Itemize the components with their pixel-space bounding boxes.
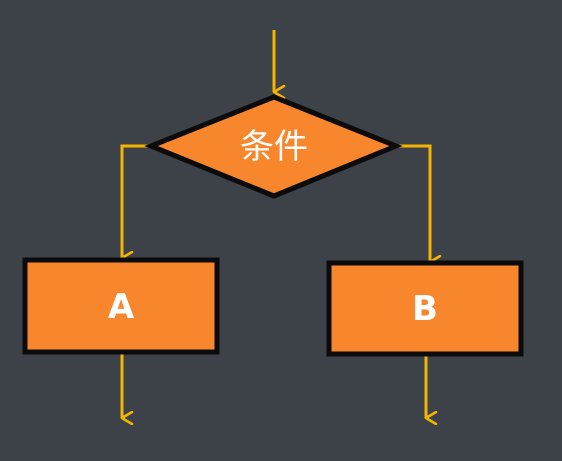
box-b-rect xyxy=(326,260,524,357)
box-a-node: A xyxy=(22,257,220,355)
condition-label: 条件 xyxy=(240,127,308,167)
box-a-label: A xyxy=(108,287,135,327)
edge-condition-to-a xyxy=(120,144,151,258)
condition-node: 条件 xyxy=(144,94,403,199)
box-b-node: B xyxy=(326,260,524,357)
edge-condition-to-b xyxy=(396,144,430,262)
condition-diamond xyxy=(144,94,403,199)
box-a-rect xyxy=(22,257,220,355)
box-b-label: B xyxy=(412,289,438,329)
